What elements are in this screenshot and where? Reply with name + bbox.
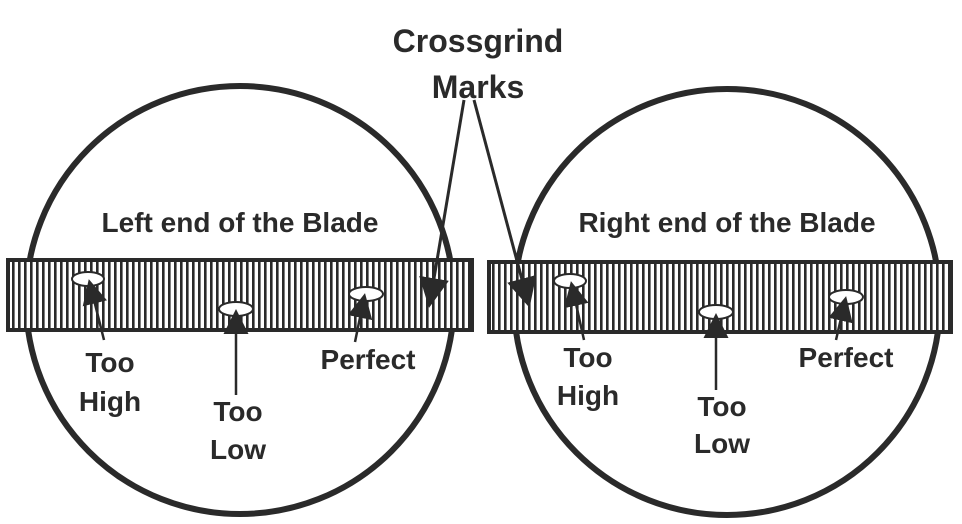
title-line-2: Marks bbox=[432, 69, 525, 105]
right-too-low-2: Low bbox=[694, 428, 750, 459]
right-too-low-1: Too bbox=[697, 391, 746, 422]
left-too-low-2: Low bbox=[210, 434, 266, 465]
right-blade bbox=[487, 260, 953, 334]
title-line-1: Crossgrind bbox=[393, 23, 564, 59]
right-perfect: Perfect bbox=[799, 342, 894, 373]
left-perfect: Perfect bbox=[321, 344, 416, 375]
left-too-low-1: Too bbox=[213, 396, 262, 427]
right-too-high-1: Too bbox=[563, 342, 612, 373]
right-too-high-2: High bbox=[557, 380, 619, 411]
pointer-arrows bbox=[82, 99, 853, 395]
left-blade bbox=[6, 258, 474, 332]
left-too-high-2: High bbox=[79, 386, 141, 417]
left-too-high-1: Too bbox=[85, 347, 134, 378]
left-heading: Left end of the Blade bbox=[102, 207, 379, 238]
right-heading: Right end of the Blade bbox=[578, 207, 875, 238]
